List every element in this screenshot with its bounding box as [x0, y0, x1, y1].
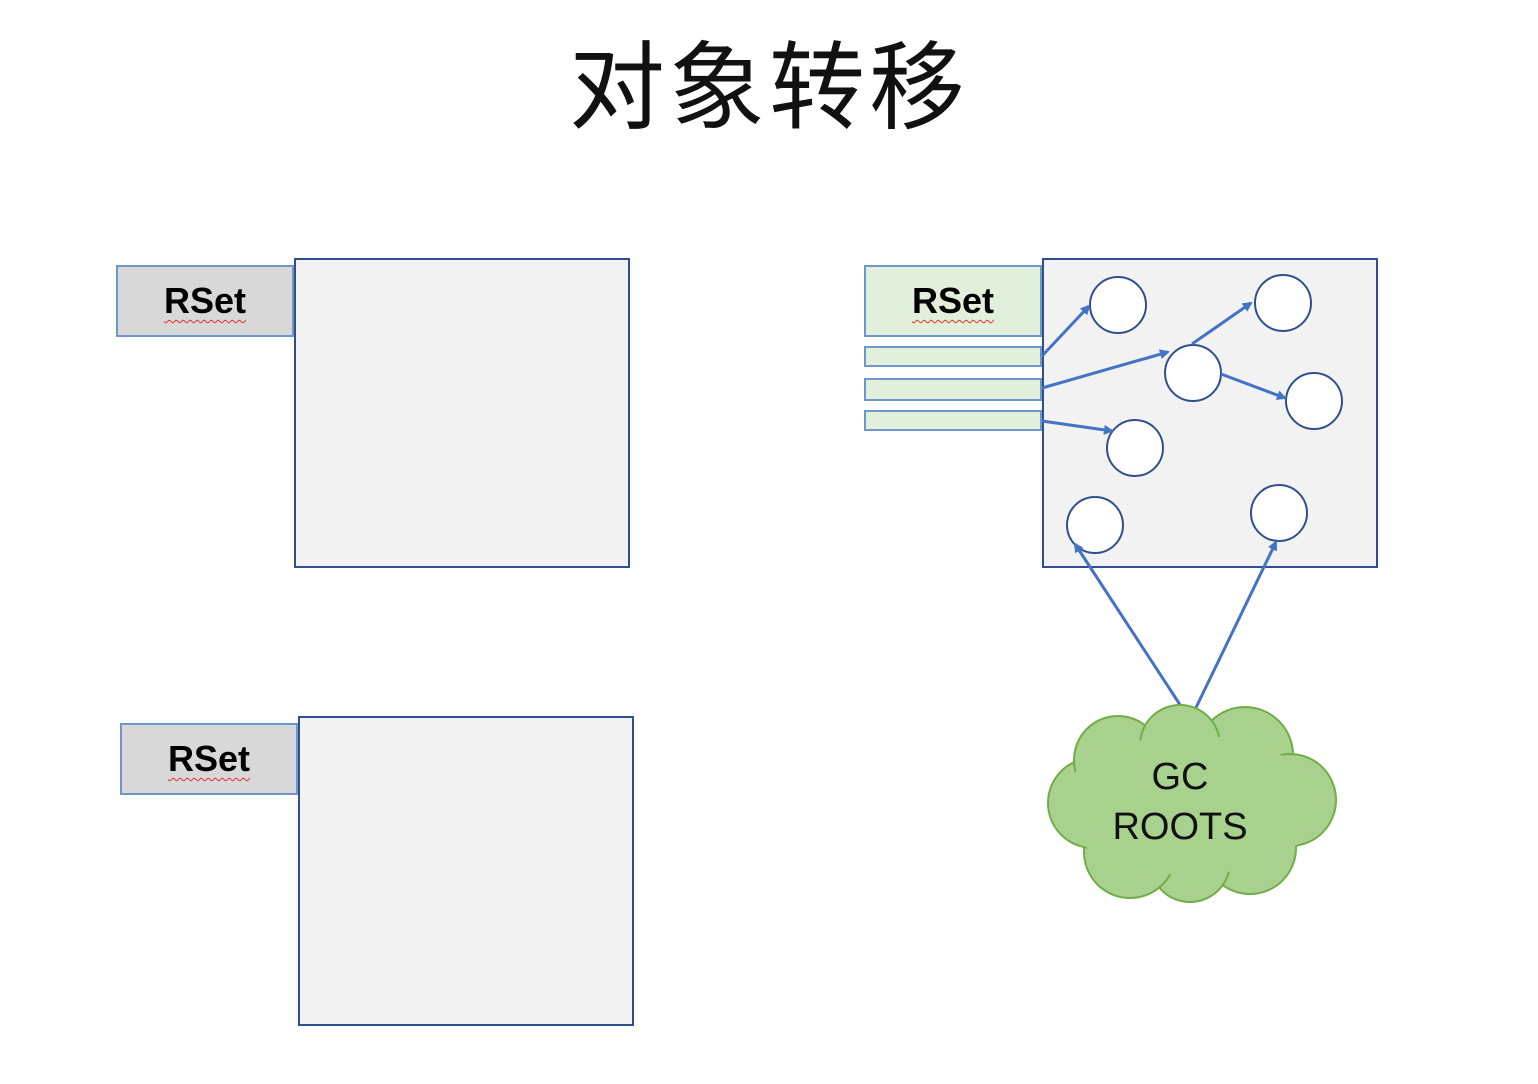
rset-slot-1 [864, 346, 1042, 367]
object-node-6 [1066, 496, 1124, 554]
rset-top-left: RSet [116, 265, 294, 337]
rset-slot-3 [864, 410, 1042, 431]
object-node-4 [1285, 372, 1343, 430]
arrow-slot2-to-node3 [1041, 349, 1170, 390]
arrow-slot1-to-node1 [1040, 304, 1091, 358]
object-node-3 [1164, 344, 1222, 402]
arrow-node3-to-node2 [1191, 301, 1253, 346]
arrow-slot3-to-node5 [1041, 419, 1114, 435]
gc-roots-line2: ROOTS [1112, 806, 1248, 848]
gc-roots-cloud-core [1060, 735, 1320, 875]
arrow-roots-to-node6 [1073, 542, 1192, 721]
region-top-left [294, 258, 630, 568]
object-node-1 [1089, 276, 1147, 334]
arrow-node3-to-node4 [1220, 372, 1287, 400]
rset-label: RSet [167, 738, 251, 779]
gc-roots-line1: GC [1151, 756, 1209, 798]
gc-roots-label: GC ROOTS [1070, 752, 1290, 852]
object-node-5 [1106, 419, 1164, 477]
rset-top-right: RSet [864, 265, 1042, 337]
object-node-7 [1250, 484, 1308, 542]
page-title: 对象转移 [569, 32, 969, 144]
rset-bottom-left: RSet [120, 723, 298, 795]
rset-slot-2 [864, 378, 1042, 401]
arrow-roots-to-node7 [1188, 540, 1278, 721]
rset-label: RSet [911, 280, 995, 321]
rset-label: RSet [163, 280, 247, 321]
object-node-2 [1254, 274, 1312, 332]
region-bottom-left [298, 716, 634, 1026]
